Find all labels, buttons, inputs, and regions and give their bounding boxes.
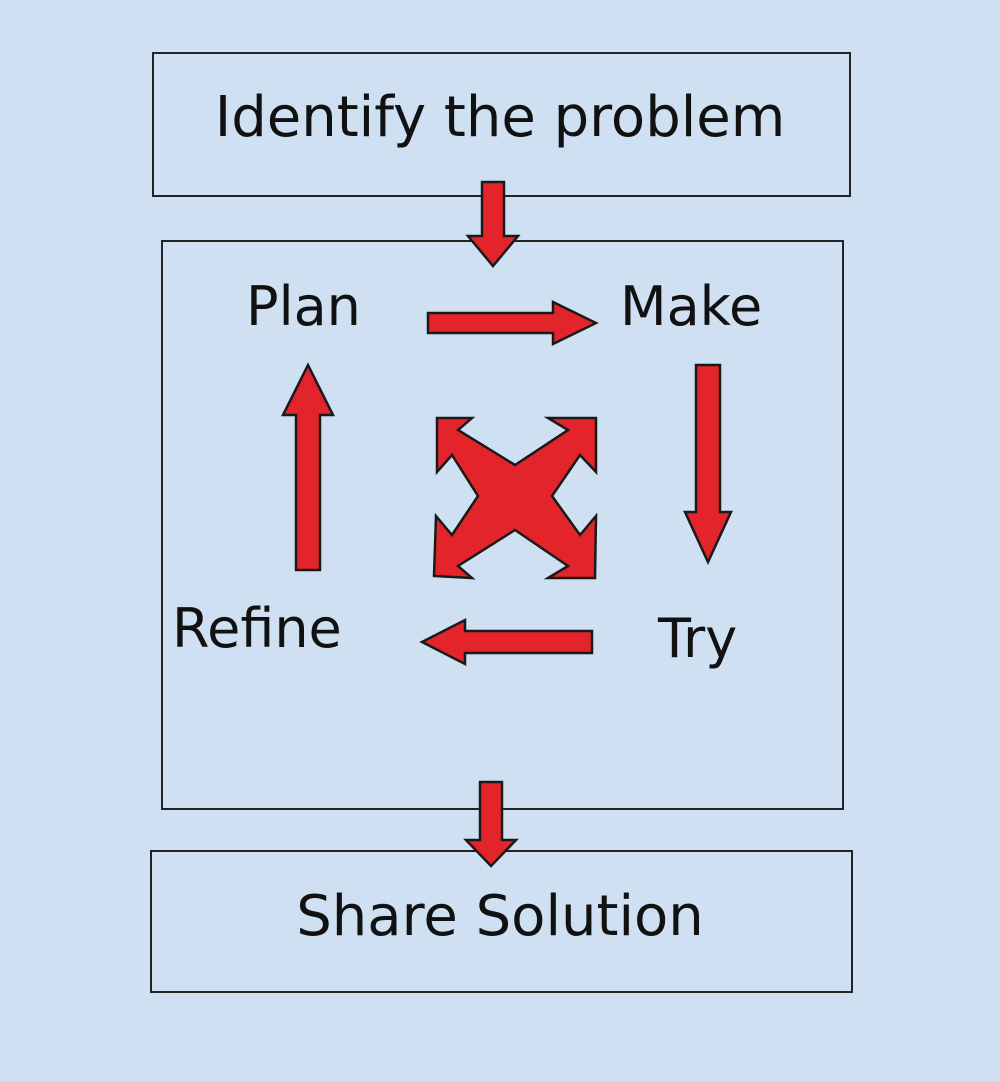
arrow-up-icon xyxy=(280,362,336,572)
arrow-right-icon xyxy=(426,299,599,347)
identify-problem-label: Identify the problem xyxy=(214,85,786,150)
refine-step-label: Refine xyxy=(172,597,342,660)
share-solution-label: Share Solution xyxy=(296,884,704,949)
arrow-down-icon xyxy=(683,363,733,565)
arrow-down-icon xyxy=(465,180,521,268)
try-step-label: Try xyxy=(658,607,738,670)
plan-step-label: Plan xyxy=(246,275,361,338)
four-way-arrows-icon xyxy=(432,416,598,580)
make-step-label: Make xyxy=(620,275,763,338)
arrow-down-icon xyxy=(463,780,519,868)
arrow-left-icon xyxy=(419,617,594,667)
